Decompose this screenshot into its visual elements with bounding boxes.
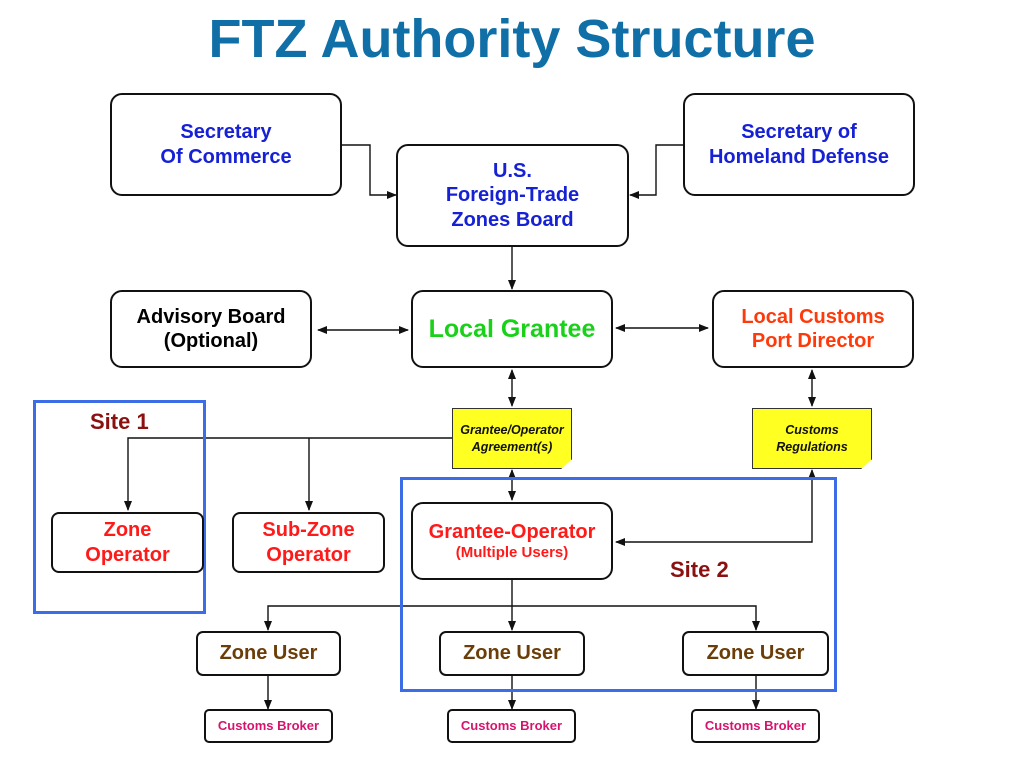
node-label: Local Customs: [741, 305, 885, 328]
site-1-label: Site 1: [90, 409, 149, 434]
advisory-board-box: Advisory Board (Optional): [110, 290, 312, 368]
node-label: Advisory Board: [136, 305, 286, 328]
node-label: Operator: [266, 543, 351, 566]
zone-user-box: Zone User: [682, 631, 829, 676]
local-customs-port-director-box: Local Customs Port Director: [712, 290, 914, 368]
connector-commerce-to-board: [341, 144, 397, 199]
node-label: U.S.: [493, 159, 532, 182]
customs-regulations-note: Customs Regulations: [752, 408, 872, 469]
ftz-board-box: U.S. Foreign-Trade Zones Board: [396, 144, 629, 247]
node-label: Operator: [85, 543, 170, 566]
note-label: Customs: [785, 423, 839, 438]
note-label: Agreement(s): [471, 439, 553, 454]
zone-user-box: Zone User: [439, 631, 585, 676]
note-label: Grantee/Operator: [460, 423, 564, 438]
connector-agreement-to-zone-operator: [124, 437, 452, 511]
node-label: Zone User: [706, 642, 805, 665]
node-label: Local Grantee: [428, 314, 596, 343]
node-sublabel: (Multiple Users): [455, 544, 569, 562]
page-title: FTZ Authority Structure: [208, 9, 816, 69]
connector-homeland-to-board: [629, 144, 683, 199]
secretary-of-homeland-defense-box: Secretary of Homeland Defense: [683, 93, 915, 196]
node-label: Port Director: [751, 330, 875, 352]
node-label: Customs Broker: [704, 718, 807, 734]
local-grantee-box: Local Grantee: [411, 290, 613, 368]
grantee-operator-agreement-note: Grantee/Operator Agreement(s): [452, 408, 572, 469]
connector-regulations-to-grantee-operator: [615, 469, 816, 546]
connector-to-zone-user-1: [264, 605, 512, 631]
grantee-operator-box: Grantee-Operator (Multiple Users): [411, 502, 613, 580]
node-label: Zone User: [463, 642, 561, 665]
note-label: Regulations: [776, 439, 848, 454]
subzone-operator-box: Sub-Zone Operator: [232, 512, 385, 573]
node-label: Grantee-Operator: [428, 520, 596, 543]
zone-operator-box: Zone Operator: [51, 512, 204, 573]
node-label: Homeland Defense: [708, 145, 890, 168]
site-2-outline: [400, 477, 837, 692]
node-label: (Optional): [163, 330, 259, 352]
secretary-of-commerce-box: Secretary Of Commerce: [110, 93, 342, 196]
customs-broker-box: Customs Broker: [691, 709, 820, 743]
node-label: Zones Board: [451, 208, 574, 231]
node-label: Secretary: [180, 121, 272, 144]
node-label: Secretary of: [741, 121, 857, 144]
zone-user-box: Zone User: [196, 631, 341, 676]
node-label: Zone User: [219, 642, 318, 665]
node-label: Customs Broker: [460, 718, 563, 734]
node-label: Customs Broker: [217, 718, 320, 734]
node-label: Sub-Zone: [262, 519, 355, 542]
site-1-outline: [33, 400, 206, 614]
customs-broker-box: Customs Broker: [204, 709, 333, 743]
node-label: Of Commerce: [160, 145, 292, 168]
site-2-label: Site 2: [670, 557, 729, 582]
connector-to-zone-user-3: [512, 605, 760, 631]
node-label: Zone: [103, 519, 152, 542]
node-label: Foreign-Trade: [445, 184, 580, 207]
customs-broker-box: Customs Broker: [447, 709, 576, 743]
